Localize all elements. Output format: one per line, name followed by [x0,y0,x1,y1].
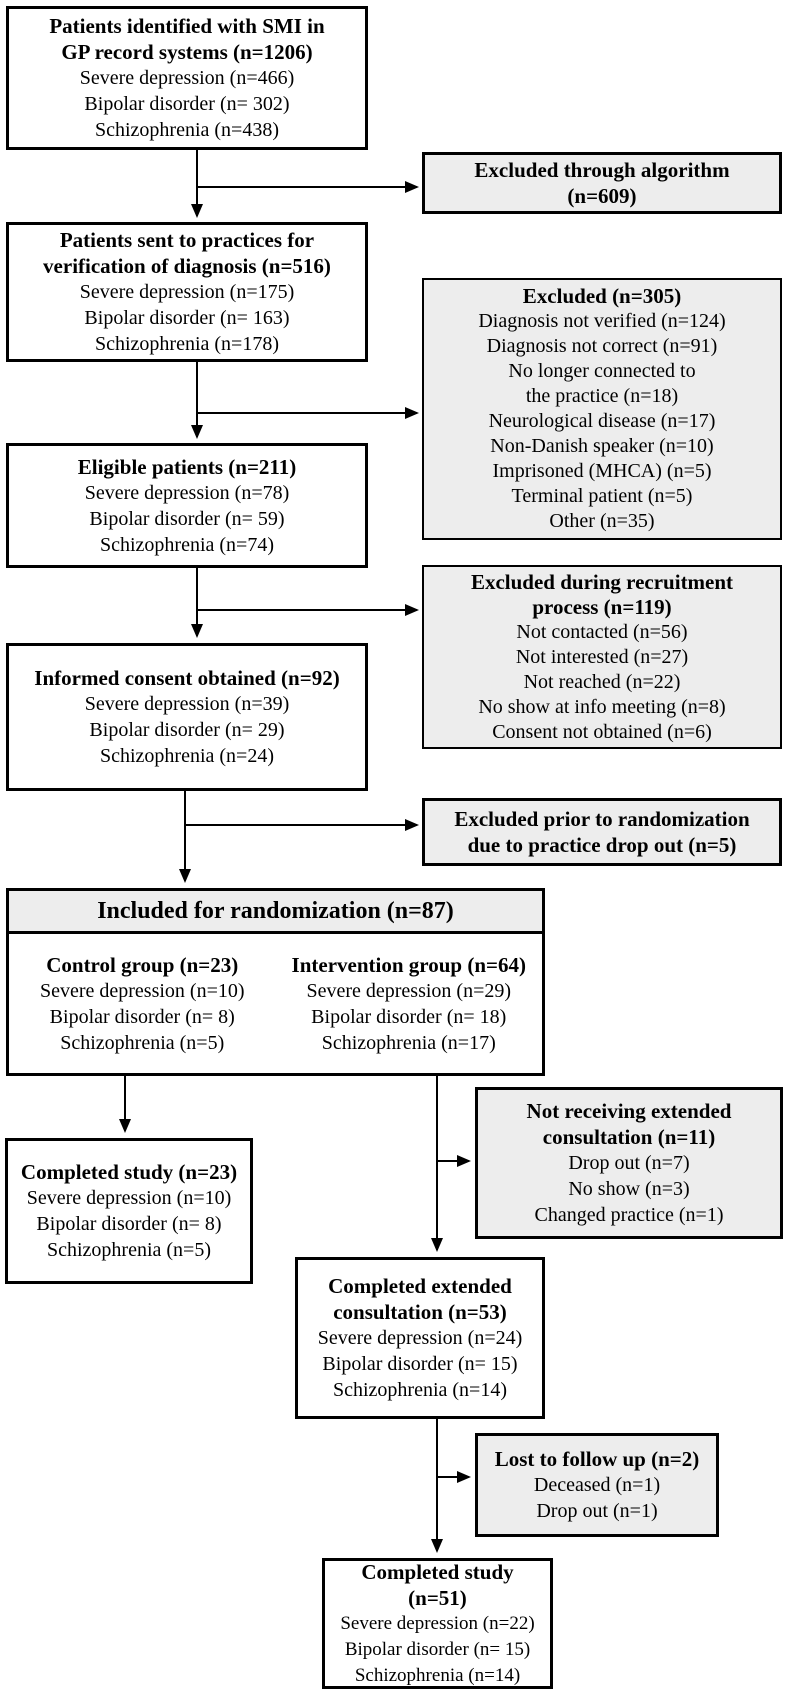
box-consent-title: Informed consent obtained (n=92) [34,666,340,690]
intervention-group-line: Schizophrenia (n=17) [321,1031,496,1054]
box-excluded-randomization-title-line2: due to practice drop out (n=5) [467,833,737,857]
box-lost-title: Lost to follow up (n=2) [494,1447,700,1471]
box-completed-control-line: Schizophrenia (n=5) [46,1239,211,1261]
box-excluded-verification: Excluded (n=305) Diagnosis not verified … [422,278,782,540]
box-excluded-randomization: Excluded prior to randomization due to p… [422,798,782,866]
box-completed-extended-title-line1: Completed extended [328,1274,512,1298]
randomization-header: Included for randomization (n=87) [9,891,542,934]
box-excluded-verification-line: Terminal patient (n=5) [511,485,693,507]
box-completed-control-line: Bipolar disorder (n= 8) [36,1213,222,1235]
box-excluded-verification-line: Diagnosis not verified (n=124) [478,310,726,332]
box-completed-final-title: Completed study (n=51) [361,1559,514,1610]
box-excluded-recruitment-line: Not reached (n=22) [523,670,681,693]
box-smi-title-line2: GP record systems (n=1206) [61,40,313,64]
box-completed-control-title: Completed study (n=23) [20,1160,238,1184]
box-excluded-verification-line: Diagnosis not correct (n=91) [486,335,718,357]
box-excluded-recruitment-line: No show at info meeting (n=8) [478,695,726,718]
box-excluded-recruitment-line: Not interested (n=27) [515,645,689,668]
control-group-title: Control group (n=23) [46,952,239,977]
box-excluded-verification-line: Non-Danish speaker (n=10) [490,435,714,457]
control-group-line: Schizophrenia (n=5) [60,1031,225,1054]
box-eligible-line: Severe depression (n=78) [84,481,290,504]
box-smi-identified: Patients identified with SMI in GP recor… [6,6,368,150]
control-group-column: Control group (n=23) Severe depression (… [9,934,276,1073]
box-sent-title-line1: Patients sent to practices for [59,228,315,252]
box-eligible-patients: Eligible patients (n=211) Severe depress… [6,443,368,568]
box-excluded-algorithm: Excluded through algorithm (n=609) [422,152,782,214]
box-not-receiving-line: Drop out (n=7) [568,1152,690,1174]
box-not-receiving-line: Changed practice (n=1) [534,1204,724,1226]
box-excluded-verification-line: Neurological disease (n=17) [488,410,716,432]
box-excluded-algorithm-title-line1: Excluded through algorithm [474,158,730,182]
box-completed-extended-line: Severe depression (n=24) [317,1327,523,1349]
control-group-line: Bipolar disorder (n= 8) [49,1005,235,1028]
box-excluded-recruitment-title-line2: process (n=119) [532,594,672,619]
intervention-group-line: Severe depression (n=29) [306,979,512,1002]
box-consent-line: Bipolar disorder (n= 29) [89,719,285,741]
randomization-columns: Control group (n=23) Severe depression (… [9,934,542,1073]
box-excluded-recruitment-line: Consent not obtained (n=6) [492,720,712,743]
box-excluded-verification-line: Other (n=35) [549,510,655,532]
box-sent-title-line2: verification of diagnosis (n=516) [43,254,331,278]
box-sent-line: Schizophrenia (n=178) [94,333,279,355]
box-completed-extended: Completed extended consultation (n=53) S… [295,1257,545,1419]
box-excluded-verification-title: Excluded (n=305) [522,284,682,308]
box-informed-consent: Informed consent obtained (n=92) Severe … [6,643,368,791]
box-lost-line: Deceased (n=1) [533,1474,661,1496]
box-excluded-algorithm-title-line2: (n=609) [567,184,637,208]
box-completed-final-line: Bipolar disorder (n= 15) [344,1638,531,1660]
box-completed-control-line: Severe depression (n=10) [26,1187,232,1209]
box-eligible-line: Schizophrenia (n=74) [99,533,274,556]
box-completed-extended-line: Bipolar disorder (n= 15) [322,1353,518,1375]
box-included-randomization: Included for randomization (n=87) Contro… [6,888,545,1076]
box-excluded-recruitment-title-line1: Excluded during recruitment [470,569,734,594]
box-sent-line: Bipolar disorder (n= 163) [84,307,290,329]
intervention-group-column: Intervention group (n=64) Severe depress… [276,934,543,1073]
box-not-receiving: Not receiving extended consultation (n=1… [475,1087,783,1239]
box-eligible-title: Eligible patients (n=211) [77,454,297,479]
box-smi-line: Schizophrenia (n=438) [94,119,279,141]
box-completed-extended-title-line2: consultation (n=53) [333,1300,507,1324]
box-eligible-line: Bipolar disorder (n= 59) [89,507,285,530]
box-lost-line: Drop out (n=1) [536,1500,658,1522]
box-excluded-recruitment-line: Not contacted (n=56) [516,620,688,643]
box-consent-line: Schizophrenia (n=24) [99,745,274,767]
box-completed-final-line: Schizophrenia (n=14) [354,1664,521,1686]
intervention-group-title: Intervention group (n=64) [291,952,526,977]
box-sent-line: Severe depression (n=175) [79,281,295,303]
box-not-receiving-line: No show (n=3) [568,1178,690,1200]
box-not-receiving-title-line1: Not receiving extended [526,1099,732,1123]
box-not-receiving-title-line2: consultation (n=11) [542,1125,716,1149]
box-sent-to-practices: Patients sent to practices for verificat… [6,222,368,362]
box-completed-final: Completed study (n=51) Severe depression… [322,1558,553,1689]
box-excluded-randomization-title-line1: Excluded prior to randomization [454,807,750,831]
box-smi-title-line1: Patients identified with SMI in [49,14,325,38]
box-excluded-verification-line: the practice (n=18) [525,385,679,407]
box-completed-final-line: Severe depression (n=22) [340,1612,535,1634]
control-group-line: Severe depression (n=10) [39,979,245,1002]
box-excluded-verification-line: Imprisoned (MHCA) (n=5) [492,460,712,482]
intervention-group-line: Bipolar disorder (n= 18) [311,1005,507,1028]
box-lost-follow-up: Lost to follow up (n=2) Deceased (n=1) D… [475,1433,719,1537]
box-completed-extended-line: Schizophrenia (n=14) [332,1379,507,1401]
box-consent-line: Severe depression (n=39) [84,693,290,715]
box-completed-control: Completed study (n=23) Severe depression… [5,1138,253,1284]
box-excluded-verification-line: No longer connected to [508,360,696,382]
box-excluded-recruitment: Excluded during recruitment process (n=1… [422,565,782,749]
box-smi-line: Bipolar disorder (n= 302) [84,93,290,115]
box-smi-line: Severe depression (n=466) [79,67,295,89]
